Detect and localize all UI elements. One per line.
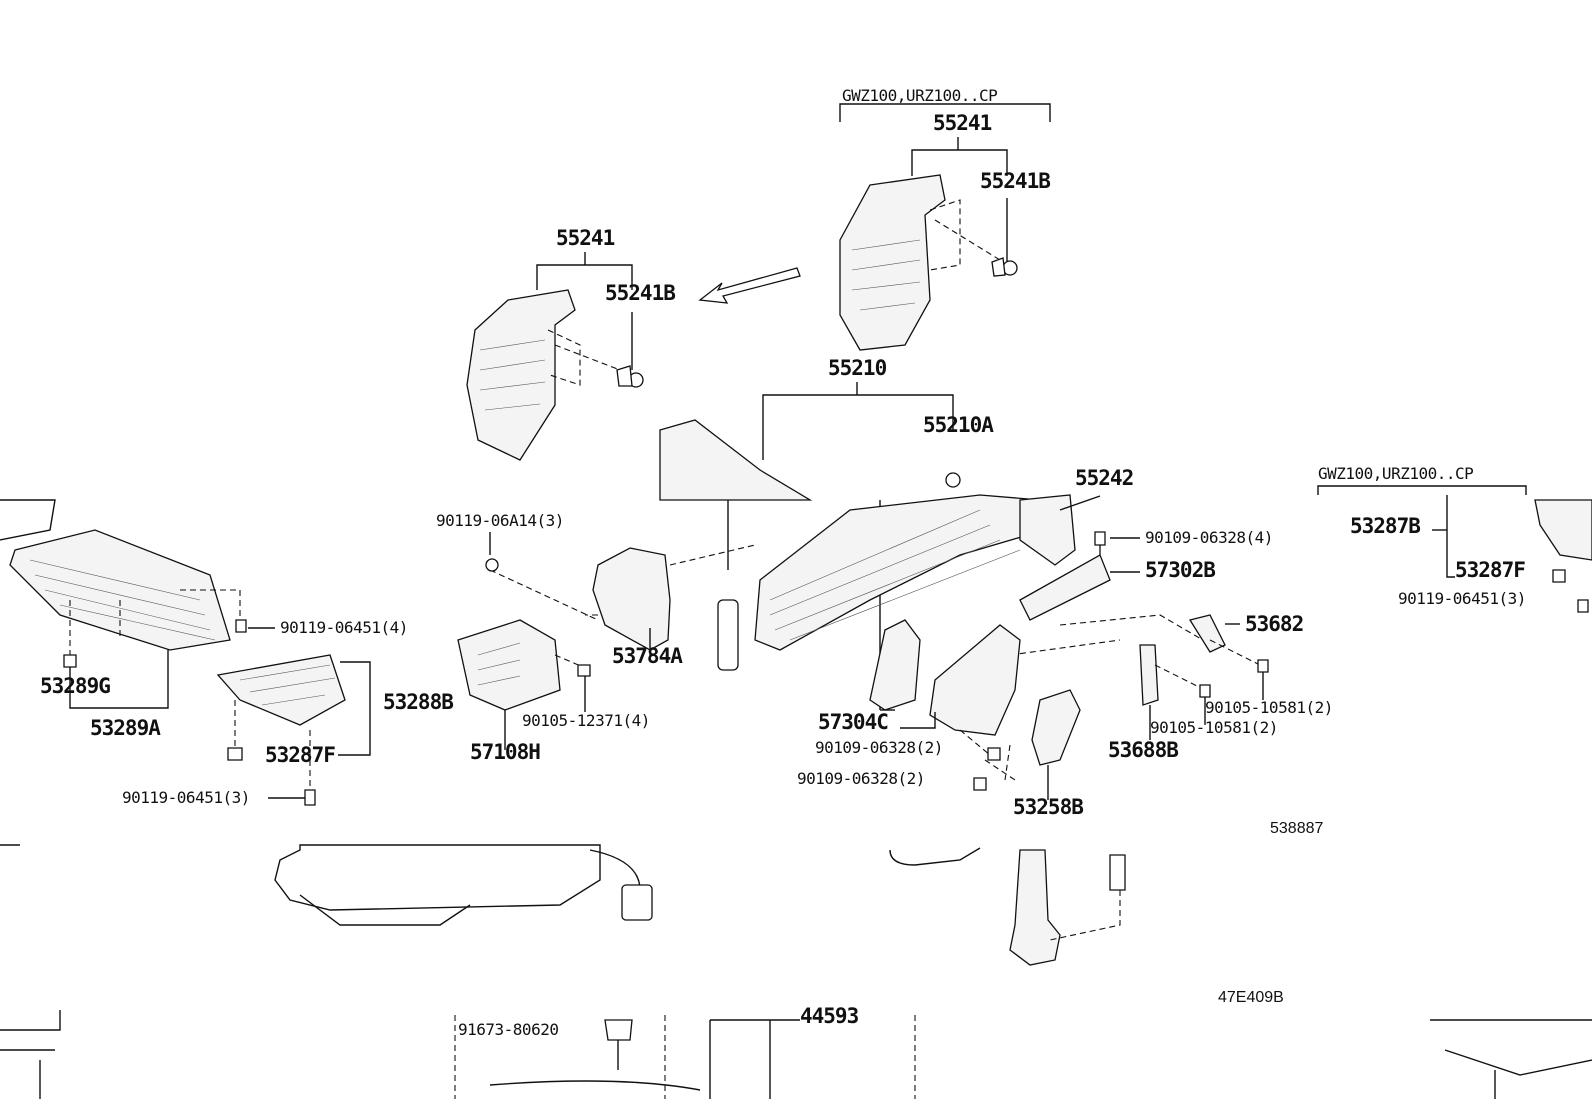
label-53258b: 53258B bbox=[1013, 795, 1084, 819]
label-90109-06328-2b: 90109-06328(2) bbox=[797, 769, 925, 788]
label-90119-06451-3-left: 90119-06451(3) bbox=[122, 788, 250, 807]
label-90105-10581-a: 90105-10581(2) bbox=[1205, 698, 1333, 717]
leader-55242 bbox=[1059, 495, 1101, 511]
clip-53287f-left bbox=[227, 747, 243, 761]
bolt-90105-12371 bbox=[577, 664, 591, 677]
label-90105-12371: 90105-12371(4) bbox=[522, 711, 650, 730]
mount-57108h bbox=[457, 619, 561, 711]
label-cp-top: GWZ100,URZ100..CP bbox=[842, 86, 998, 105]
bolt-90119-06451-3-left bbox=[304, 789, 316, 806]
label-55242: 55242 bbox=[1075, 466, 1134, 490]
label-90119-06451-4: 90119-06451(4) bbox=[280, 618, 408, 637]
bolt-90119-06451-4 bbox=[235, 619, 247, 633]
panel-55241-top bbox=[839, 174, 1018, 351]
label-53287b: 53287B bbox=[1350, 514, 1421, 538]
label-53688b: 53688B bbox=[1108, 738, 1179, 762]
bracket-53688b bbox=[1139, 644, 1159, 706]
lower-view-left bbox=[0, 844, 653, 1099]
leader-53287b bbox=[1446, 495, 1455, 578]
bolt-90109-06328-2a bbox=[987, 747, 1001, 761]
label-53289a: 53289A bbox=[90, 716, 161, 740]
label-55210: 55210 bbox=[828, 356, 887, 380]
cover-53289a bbox=[9, 529, 231, 651]
bolt-90119-06a14 bbox=[485, 558, 499, 572]
cp-bracket-right bbox=[1317, 485, 1527, 495]
label-cp-right: GWZ100,URZ100..CP bbox=[1318, 464, 1474, 483]
leader-53289a bbox=[69, 650, 169, 709]
dash-53258b bbox=[1004, 744, 1011, 781]
label-55241-top: 55241 bbox=[933, 111, 992, 135]
bracket-center bbox=[929, 624, 1021, 736]
label-55241-left: 55241 bbox=[556, 226, 615, 250]
front-member-55210 bbox=[659, 419, 1076, 671]
label-53289g: 53289G bbox=[40, 674, 111, 698]
label-44593: 44593 bbox=[800, 1004, 859, 1028]
bracket-57302b bbox=[1019, 554, 1111, 621]
cp-bracket-top bbox=[839, 103, 1051, 122]
label-53288b: 53288B bbox=[383, 690, 454, 714]
clip-53287f-right bbox=[1552, 569, 1566, 583]
panel-55241-left bbox=[466, 289, 644, 461]
bracket-53288b bbox=[216, 654, 346, 726]
clip-53289g bbox=[63, 654, 77, 668]
leader-57304c-b bbox=[900, 712, 936, 729]
lower-view-center bbox=[889, 847, 1126, 966]
label-55241b-left: 55241B bbox=[605, 281, 676, 305]
label-57304c: 57304C bbox=[818, 710, 889, 734]
label-57108h: 57108H bbox=[470, 740, 541, 764]
bolt-90105-10581-b bbox=[1199, 684, 1211, 698]
label-53784a: 53784A bbox=[612, 644, 683, 668]
bolt-90109-06328-2b bbox=[973, 777, 987, 791]
label-53287f-right: 53287F bbox=[1455, 558, 1526, 582]
bolt-90109-06328-4 bbox=[1094, 531, 1106, 555]
label-53682: 53682 bbox=[1245, 612, 1304, 636]
label-53287f-left: 53287F bbox=[265, 743, 336, 767]
dash-53289a bbox=[69, 589, 241, 665]
label-91673-80620: 91673-80620 bbox=[458, 1020, 559, 1039]
dash-53288b bbox=[234, 700, 311, 790]
bolt-90105-10581-a bbox=[1257, 659, 1269, 673]
part-right-edge bbox=[1534, 499, 1592, 561]
leader-55241-top bbox=[911, 137, 1008, 176]
bolt-90119-06451-3-right bbox=[1577, 599, 1589, 613]
dash-53784a bbox=[489, 544, 756, 621]
dash-53688b bbox=[1154, 664, 1206, 691]
label-57302b: 57302B bbox=[1145, 558, 1216, 582]
label-ref-538887: 538887 bbox=[1270, 820, 1324, 837]
bracket-57304c bbox=[869, 619, 921, 711]
lower-view-bottom bbox=[454, 1015, 1592, 1099]
bracket-53682 bbox=[1188, 614, 1226, 653]
label-55210a: 55210A bbox=[923, 413, 994, 437]
label-ref-47e409b: 47E409B bbox=[1218, 989, 1284, 1006]
clip-55210a bbox=[945, 472, 961, 488]
dash-90109-06328-2 bbox=[959, 729, 1016, 781]
label-90109-06328-4: 90109-06328(4) bbox=[1145, 528, 1273, 547]
label-90119-06a14: 90119-06A14(3) bbox=[436, 511, 564, 530]
label-90119-06451-3-right: 90119-06451(3) bbox=[1398, 589, 1526, 608]
label-90109-06328-2a: 90109-06328(2) bbox=[815, 738, 943, 757]
cover-53784a bbox=[592, 547, 671, 651]
label-90105-10581-b: 90105-10581(2) bbox=[1150, 718, 1278, 737]
dash-57302b bbox=[1009, 614, 1221, 656]
part-edge-left bbox=[0, 499, 56, 541]
direction-arrow bbox=[698, 267, 801, 304]
leader-55241-left bbox=[536, 252, 633, 290]
leader-55210 bbox=[762, 382, 954, 460]
leader-53288b bbox=[338, 661, 371, 756]
label-55241b-top: 55241B bbox=[980, 169, 1051, 193]
bracket-53258b bbox=[1031, 689, 1081, 766]
